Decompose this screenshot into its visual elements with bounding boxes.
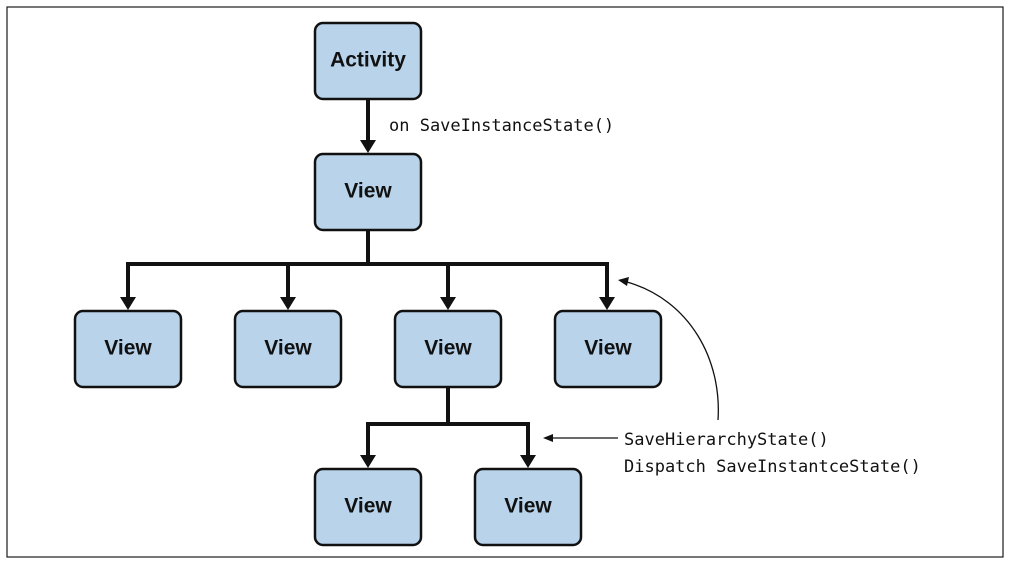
arrowhead-view-2c bbox=[440, 297, 456, 310]
node-view-3b-label: View bbox=[504, 495, 552, 518]
node-activity-label: Activity bbox=[330, 49, 406, 72]
node-view-3a: View bbox=[313, 467, 423, 547]
node-view-3b: View bbox=[473, 467, 583, 547]
node-activity: Activity bbox=[313, 21, 423, 101]
arrowhead-view-2b bbox=[280, 297, 296, 310]
arrowhead-view-3b bbox=[520, 455, 536, 468]
diagram-frame bbox=[6, 6, 1004, 558]
node-view-root: View bbox=[313, 152, 423, 232]
node-view-2d: View bbox=[553, 309, 663, 389]
arrowhead-activity-to-view bbox=[360, 140, 376, 153]
node-view-2a-label: View bbox=[104, 337, 152, 360]
curved-pointer-arrowhead bbox=[618, 277, 629, 286]
pointer-arrowhead-level3 bbox=[543, 434, 553, 442]
node-view-3a-label: View bbox=[344, 495, 392, 518]
node-view-2b-label: View bbox=[264, 337, 312, 360]
node-view-2c-label: View bbox=[424, 337, 472, 360]
annotation-dispatch-save-instance-state: Dispatch SaveInstantceState() bbox=[624, 457, 921, 477]
arrowhead-view-3a bbox=[360, 455, 376, 468]
arrowhead-view-2a bbox=[120, 297, 136, 310]
node-view-2d-label: View bbox=[584, 337, 632, 360]
node-view-root-label: View bbox=[344, 180, 392, 203]
annotation-on-save-instance-state: on SaveInstanceState() bbox=[389, 116, 614, 136]
arrowhead-view-2d bbox=[599, 297, 615, 310]
node-view-2b: View bbox=[233, 309, 343, 389]
curved-pointer-to-level2-bus bbox=[626, 281, 719, 421]
node-view-2a: View bbox=[73, 309, 183, 389]
annotation-save-hierarchy-state: SaveHierarchyState() bbox=[624, 430, 829, 450]
node-view-2c: View bbox=[393, 309, 503, 389]
